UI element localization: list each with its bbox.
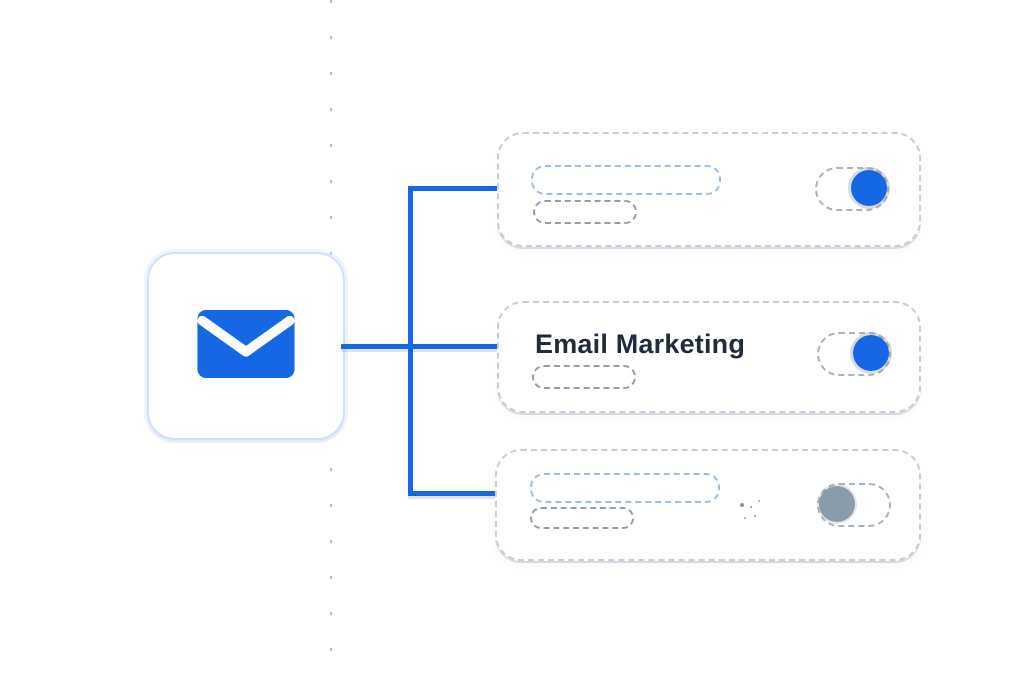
toggle-switch-off[interactable] bbox=[817, 483, 891, 527]
skeleton-line-primary bbox=[530, 473, 720, 503]
skeleton-line-secondary bbox=[530, 507, 634, 529]
sketch-scribble-mark bbox=[740, 503, 744, 507]
toggle-knob bbox=[819, 486, 855, 522]
email-source-node bbox=[147, 252, 345, 440]
toggle-knob bbox=[853, 335, 889, 371]
skeleton-line-primary bbox=[531, 165, 721, 195]
feature-card-bottom bbox=[495, 449, 921, 561]
connector-top bbox=[408, 186, 501, 191]
feature-card-email-marketing: Email Marketing bbox=[497, 301, 921, 413]
envelope-icon bbox=[197, 309, 295, 383]
connector-bottom bbox=[408, 491, 501, 496]
skeleton-line-secondary bbox=[532, 365, 636, 389]
toggle-switch-on[interactable] bbox=[815, 167, 889, 211]
connector-vertical bbox=[408, 186, 413, 496]
card-title: Email Marketing bbox=[535, 329, 746, 359]
feature-card-top bbox=[497, 132, 921, 247]
skeleton-line-secondary bbox=[533, 200, 637, 224]
connector-middle bbox=[341, 344, 501, 349]
toggle-knob bbox=[851, 170, 887, 206]
toggle-switch-on[interactable] bbox=[817, 332, 891, 376]
